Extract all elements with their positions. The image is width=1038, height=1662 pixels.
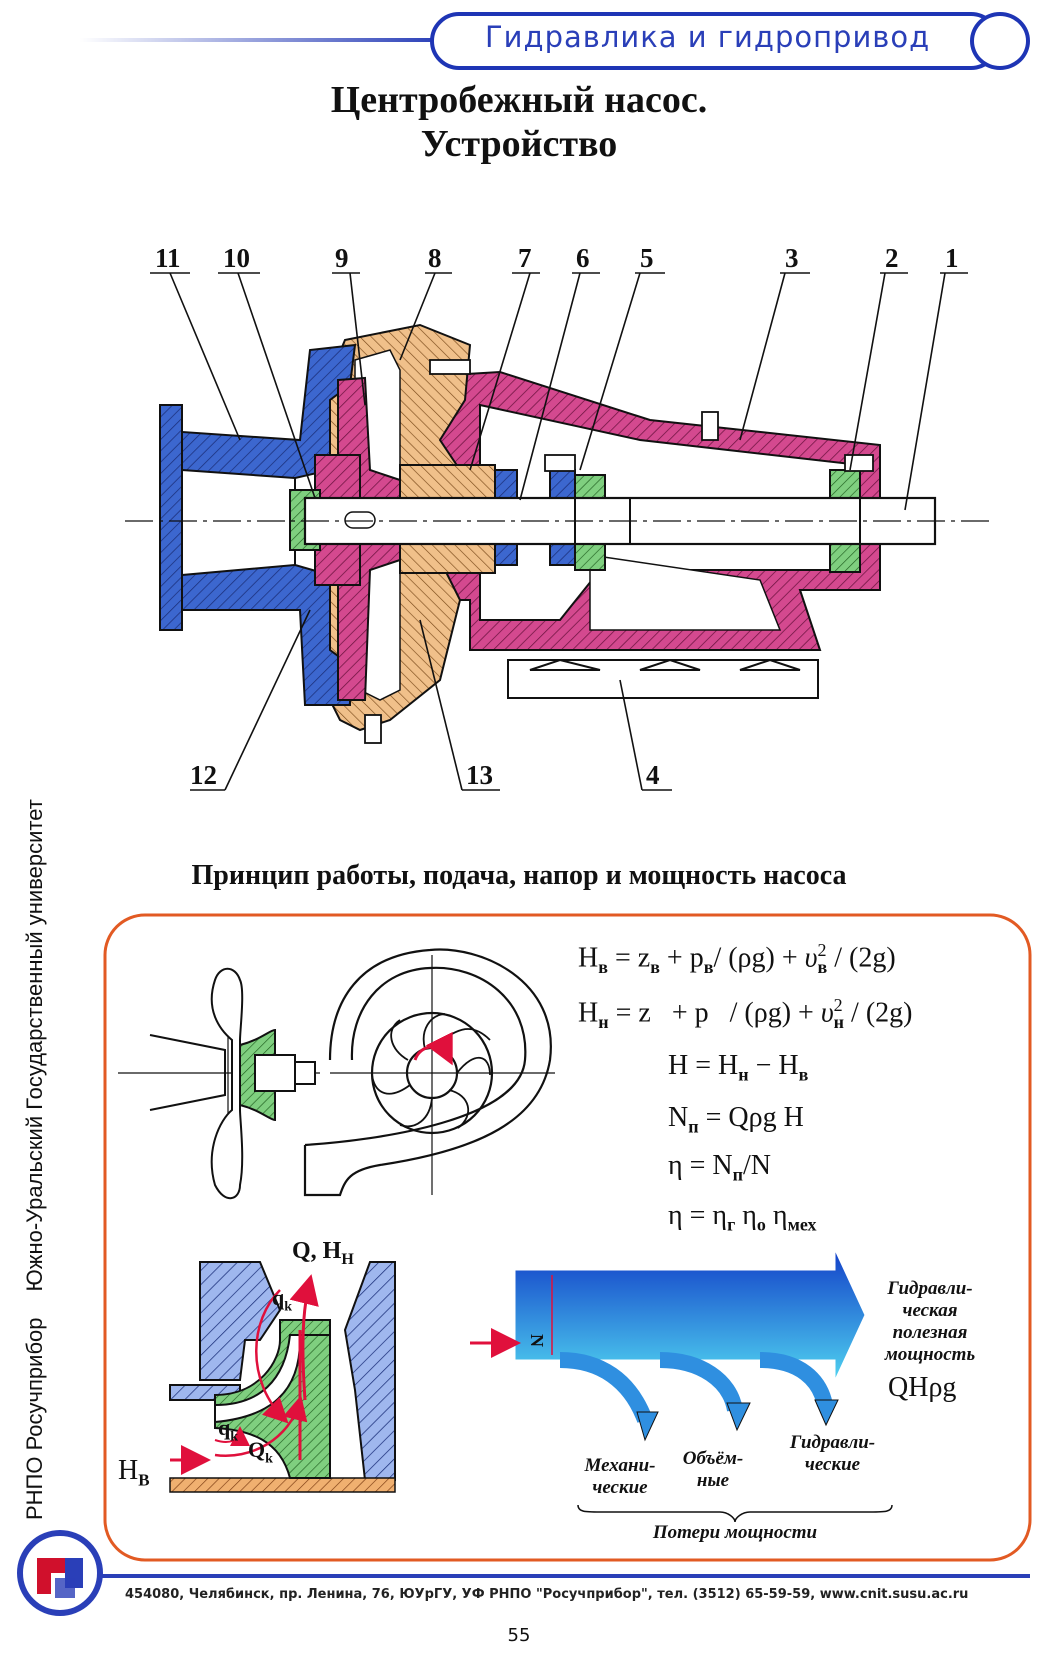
loss-mechanical: Механи- ческие [584, 1455, 656, 1498]
losses-title: Потери мощности [652, 1522, 818, 1543]
label-q-h: Q, HН [292, 1238, 354, 1268]
rnpo-logo-icon [17, 1530, 103, 1616]
callout-8: 8 [428, 243, 442, 273]
formula-eta1: η = Nп/N [668, 1150, 772, 1185]
callout-3: 3 [785, 243, 799, 273]
principle-frame [103, 913, 1032, 1562]
bearing-rear-top [829, 469, 861, 503]
callout-1: 1 [945, 243, 959, 273]
page-title: Центробежный насос. Устройство [0, 78, 1038, 166]
formula-hn: Hн = z + p / (ρg) + υ2н / (2g) [578, 995, 913, 1032]
impeller-side-view [118, 967, 320, 1200]
header-circle [970, 12, 1030, 70]
page-number: 55 [507, 1625, 531, 1646]
label-Qk: Qk [248, 1437, 273, 1467]
title-line-2: Устройство [420, 123, 618, 165]
formula-h: H = Hн − Hв [668, 1050, 809, 1085]
loss-hydraulic: Гидравли- ческие [789, 1432, 876, 1475]
base-frame [507, 659, 819, 699]
side-org: РНПО Росучприбор [22, 1317, 47, 1520]
header-rule [80, 38, 440, 42]
callout-13: 13 [466, 760, 493, 790]
callout-10: 10 [223, 243, 250, 273]
callout-9: 9 [335, 243, 349, 273]
callout-leaders [150, 272, 968, 791]
callout-6: 6 [576, 243, 590, 273]
callout-7: 7 [518, 243, 532, 273]
label-qk-top: qk [272, 1285, 293, 1315]
useful-power-formula: QHρg [888, 1372, 957, 1403]
label-hv: HВ [118, 1455, 150, 1490]
title-line-1: Центробежный насос. [330, 79, 708, 121]
formula-hv: Hв = zв + pв/ (ρg) + υ2в / (2g) [578, 940, 896, 977]
callout-5: 5 [640, 243, 654, 273]
loss-volumetric: Объём- ные [682, 1448, 744, 1491]
footer-rule [100, 1574, 1030, 1578]
callout-4: 4 [646, 760, 660, 790]
formula-eta2: η = ηг ηо ηмех [668, 1200, 817, 1235]
volute-front-view [303, 948, 555, 1197]
callout-2: 2 [885, 243, 899, 273]
header-pill [430, 12, 1000, 70]
label-qk-bottom: qk [218, 1415, 239, 1445]
section-title: Принцип работы, подача, напор и мощность… [191, 860, 847, 891]
course-title: Гидравлика и гидропривод [485, 20, 931, 54]
formula-np: Nп = Qρg H [668, 1102, 804, 1137]
side-university: Южно-Уральский Государственный университ… [22, 799, 47, 1292]
impeller-flow-detail [169, 1261, 396, 1493]
label-n: N [527, 1334, 547, 1347]
power-flow-diagram [470, 1249, 893, 1523]
callout-11: 11 [155, 243, 181, 273]
footer-address: 454080, Челябинск, пр. Ленина, 76, ЮУрГУ… [125, 1587, 969, 1602]
side-caption: РНПО Росучприбор Южно-Уральский Государст… [22, 700, 56, 1520]
callout-12: 12 [190, 760, 217, 790]
useful-power-label: Гидравли- ческая полезная мощность [884, 1278, 976, 1365]
